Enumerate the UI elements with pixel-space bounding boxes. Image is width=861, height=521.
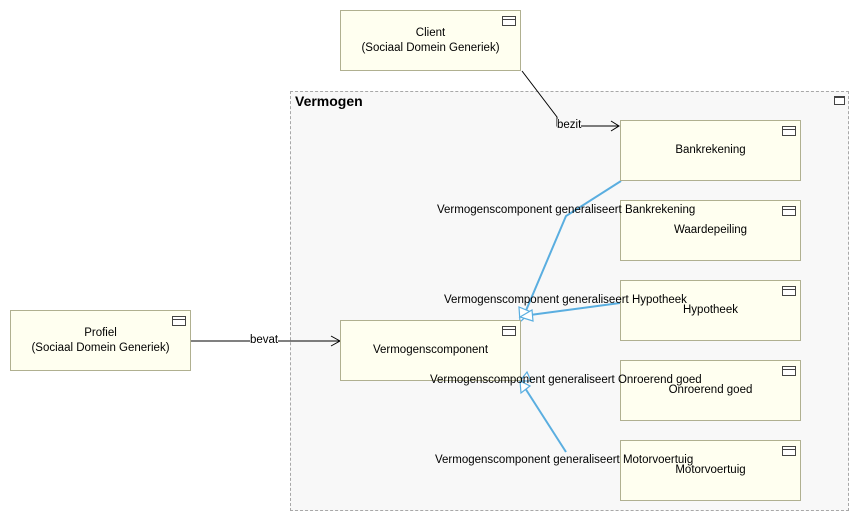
node-profiel[interactable]: Profiel (Sociaal Domein Generiek)	[10, 310, 191, 371]
edge-label-bevat[interactable]: bevat	[250, 334, 279, 347]
node-hypotheek-label: Hypotheek	[683, 304, 738, 316]
node-profiel-label: Profiel (Sociaal Domein Generiek)	[31, 326, 170, 354]
class-icon	[782, 126, 796, 136]
arrowhead-bezit	[610, 120, 620, 132]
edge-label-gen-onroerend-goed[interactable]: Vermogenscomponent generaliseert Onroere…	[430, 374, 702, 386]
edge-gen-bankrekening	[521, 180, 622, 321]
node-onroerend-goed[interactable]: Onroerend goed	[620, 360, 801, 421]
edge-label-gen-bankrekening[interactable]: Vermogenscomponent generaliseert Bankrek…	[437, 204, 696, 216]
edge-label-gen-motorvoertuig[interactable]: Vermogenscomponent generaliseert Motorvo…	[435, 454, 694, 466]
gen-arrowhead-onroerend-goed	[518, 370, 532, 382]
node-vermogenscomponent[interactable]: Vermogenscomponent	[340, 320, 521, 381]
class-icon	[172, 316, 186, 326]
node-onroerend-goed-label: Onroerend goed	[668, 384, 753, 396]
class-icon	[782, 206, 796, 216]
edge-label-bezit[interactable]: bezit	[557, 119, 582, 132]
node-hypotheek[interactable]: Hypotheek	[620, 280, 801, 341]
folder-icon	[834, 96, 845, 105]
node-client-label: Client (Sociaal Domein Generiek)	[361, 26, 500, 54]
node-bankrekening[interactable]: Bankrekening	[620, 120, 801, 181]
class-icon	[502, 326, 516, 336]
gen-arrowhead-motorvoertuig	[519, 379, 532, 395]
edge-label-gen-hypotheek[interactable]: Vermogenscomponent generaliseert Hypothe…	[444, 294, 687, 306]
node-client[interactable]: Client (Sociaal Domein Generiek)	[340, 10, 521, 71]
node-waardepeiling[interactable]: Waardepeiling	[620, 200, 801, 261]
node-vermogenscomponent-label: Vermogenscomponent	[372, 344, 489, 356]
class-icon	[502, 16, 516, 26]
edge-gen-motorvoertuig	[524, 387, 567, 453]
edge-bezit	[521, 70, 619, 127]
class-icon	[782, 286, 796, 296]
class-icon	[782, 366, 796, 376]
node-motorvoertuig[interactable]: Motorvoertuig	[620, 440, 801, 501]
node-motorvoertuig-label: Motorvoertuig	[675, 464, 746, 476]
class-icon	[782, 446, 796, 456]
edge-gen-hypotheek	[529, 302, 621, 316]
node-waardepeiling-label: Waardepeiling	[673, 224, 748, 236]
gen-arrowhead-hypotheek	[518, 309, 534, 322]
node-bankrekening-label: Bankrekening	[675, 144, 746, 156]
package-title: Vermogen	[295, 93, 363, 109]
